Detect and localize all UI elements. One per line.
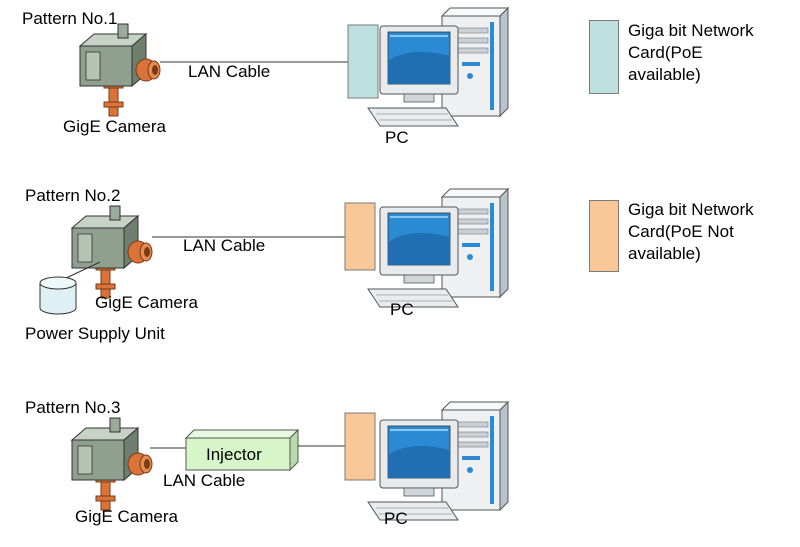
pattern-2-power-cable <box>61 261 101 281</box>
legend-swatch-poe-available <box>589 20 619 94</box>
legend-2-line-3: available) <box>628 244 701 263</box>
pattern-1-pc <box>367 7 509 127</box>
pattern-1-network-card <box>347 24 379 99</box>
legend-1-line-3: available) <box>628 65 701 84</box>
power-supply-unit <box>39 276 77 315</box>
pattern-2-pc-label: PC <box>390 300 414 319</box>
pattern-2-camera-label: GigE Camera <box>95 293 198 312</box>
injector-box <box>184 428 300 472</box>
legend-2-line-2: Card(PoE Not <box>628 222 734 241</box>
pattern-2-title: Pattern No.2 <box>25 186 121 205</box>
pattern-3-title: Pattern No.3 <box>25 398 121 417</box>
legend-1-line-1: Giga bit Network <box>628 21 754 40</box>
pattern-1-title: Pattern No.1 <box>22 9 118 28</box>
pattern-1-cable-label: LAN Cable <box>188 62 271 81</box>
pattern-1-camera-label: GigE Camera <box>63 117 166 136</box>
pattern-3-network-card <box>344 412 376 481</box>
power-supply-unit-label: Power Supply Unit <box>25 324 165 343</box>
pattern-3-camera-label: GigE Camera <box>75 507 178 526</box>
pattern-3-pc <box>367 401 509 521</box>
pattern-2-cable-label: LAN Cable <box>183 236 266 255</box>
pattern-1-pc-label: PC <box>385 128 409 147</box>
legend-text-poe-not-available: Giga bit Network Card(PoE Not available) <box>628 199 800 265</box>
pattern-2-pc <box>367 188 509 308</box>
pattern-2-network-card <box>344 202 376 271</box>
pattern-3-camera <box>71 417 153 511</box>
legend-text-poe-available: Giga bit Network Card(PoE available) <box>628 20 800 86</box>
pattern-1-camera <box>79 23 161 117</box>
pattern-2-camera <box>71 205 153 299</box>
injector-label: Injector <box>206 445 262 464</box>
pattern-3-pc-label: PC <box>384 509 408 528</box>
pattern-3-cable-label: LAN Cable <box>163 471 246 490</box>
legend-swatch-poe-not-available <box>589 200 619 272</box>
legend-2-line-1: Giga bit Network <box>628 200 754 219</box>
legend-1-line-2: Card(PoE <box>628 43 703 62</box>
